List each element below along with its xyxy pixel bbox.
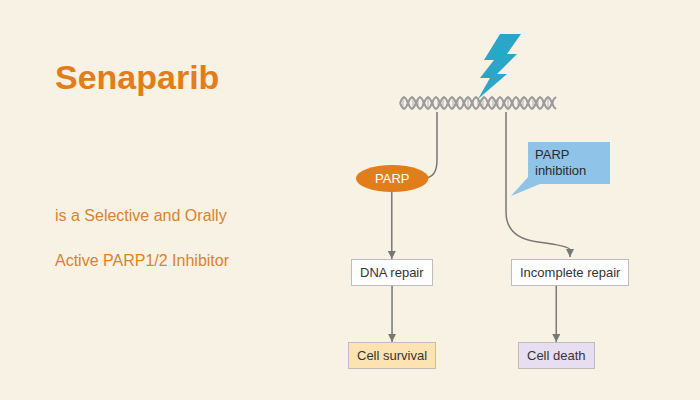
subtitle: is a Selective and Orally Active PARP1/2… bbox=[55, 193, 229, 283]
callout-box: PARP inhibition bbox=[528, 142, 610, 184]
process-box: Incomplete repair bbox=[511, 259, 629, 286]
node-text: Cell death bbox=[527, 348, 586, 363]
dna-helix bbox=[400, 97, 556, 109]
lightning-bolt bbox=[478, 34, 521, 99]
arrow-connector bbox=[556, 286, 558, 342]
pathway-line bbox=[424, 112, 437, 178]
process-box: DNA repair bbox=[351, 259, 433, 286]
arrow-connector bbox=[391, 286, 393, 342]
pathway-line bbox=[506, 112, 570, 257]
outcome-box: Cell death bbox=[518, 342, 595, 369]
node-text: Cell survival bbox=[357, 348, 427, 363]
outcome-box: Cell survival bbox=[348, 342, 436, 369]
node-text: PARP bbox=[375, 171, 409, 186]
parp-ellipse: PARP bbox=[356, 165, 428, 192]
node-text: Incomplete repair bbox=[520, 265, 620, 280]
node-text: PARP inhibition bbox=[535, 147, 603, 179]
arrow-connector bbox=[391, 192, 393, 259]
title: Senaparib bbox=[55, 58, 219, 97]
node-text: DNA repair bbox=[360, 265, 424, 280]
